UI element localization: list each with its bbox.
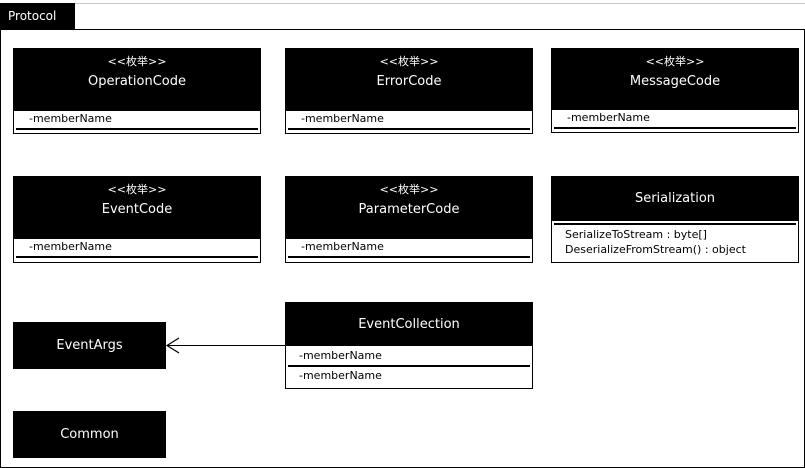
attribute-compartment: -memberName <box>288 239 530 258</box>
class-serialization[interactable]: Serialization SerializeToStream : byte[]… <box>551 176 799 263</box>
class-message-code[interactable]: <<枚举>> MessageCode -memberName <box>551 48 799 133</box>
stereotype-label: <<枚举>> <box>379 55 439 68</box>
stereotype-label: <<枚举>> <box>379 183 439 196</box>
class-name: MessageCode <box>629 74 721 89</box>
attribute-compartment: -memberName <box>554 110 796 129</box>
attribute-item: -memberName <box>29 112 112 125</box>
class-header: <<枚举>> ParameterCode <box>286 177 532 239</box>
attribute-item: -memberName <box>567 111 650 124</box>
class-name: EventCode <box>101 202 173 217</box>
class-operation-code[interactable]: <<枚举>> OperationCode -memberName <box>13 48 261 134</box>
operation-compartment: SerializeToStream : byte[] DeserializeFr… <box>552 225 798 257</box>
class-common[interactable]: Common <box>13 411 166 458</box>
class-header: <<枚举>> ErrorCode <box>286 49 532 111</box>
class-name: EventArgs <box>56 338 123 353</box>
attribute-item: -memberName <box>301 112 384 125</box>
class-event-collection[interactable]: EventCollection -memberName -memberName <box>285 302 533 389</box>
package-tab-line <box>75 3 805 4</box>
class-header: Serialization <box>552 177 798 221</box>
stereotype-label: <<枚举>> <box>645 55 705 68</box>
class-name: ErrorCode <box>376 74 442 89</box>
class-event-args[interactable]: EventArgs <box>13 322 166 369</box>
attribute-item: -memberName <box>299 369 382 382</box>
package-tab[interactable]: Protocol <box>0 3 75 29</box>
class-header: <<枚举>> OperationCode <box>14 49 260 111</box>
class-name: OperationCode <box>88 74 186 89</box>
attribute-item: -memberName <box>301 240 384 253</box>
empty-attribute-compartment <box>554 223 796 225</box>
class-header: <<枚举>> EventCode <box>14 177 260 239</box>
class-header: EventCollection <box>286 303 532 346</box>
compartment-separator <box>288 365 530 367</box>
operation-item: DeserializeFromStream() : object <box>565 243 746 256</box>
attribute-compartment: -memberName <box>16 111 258 130</box>
class-parameter-code[interactable]: <<枚举>> ParameterCode -memberName <box>285 176 533 263</box>
attribute-item: -memberName <box>299 349 382 362</box>
class-header: <<枚举>> MessageCode <box>552 49 798 110</box>
class-name: ParameterCode <box>358 202 460 217</box>
attribute-compartment: -memberName <box>288 111 530 130</box>
class-name: Common <box>60 427 119 442</box>
stereotype-label: <<枚举>> <box>107 183 167 196</box>
attribute-item: -memberName <box>29 240 112 253</box>
attribute-compartment: -memberName <box>16 239 258 258</box>
package-name: Protocol <box>8 9 57 23</box>
operation-item: SerializeToStream : byte[] <box>565 228 707 241</box>
class-name: Serialization <box>634 191 716 206</box>
class-name: EventCollection <box>358 316 460 332</box>
class-error-code[interactable]: <<枚举>> ErrorCode -memberName <box>285 48 533 134</box>
stereotype-label: <<枚举>> <box>107 55 167 68</box>
class-event-code[interactable]: <<枚举>> EventCode -memberName <box>13 176 261 263</box>
